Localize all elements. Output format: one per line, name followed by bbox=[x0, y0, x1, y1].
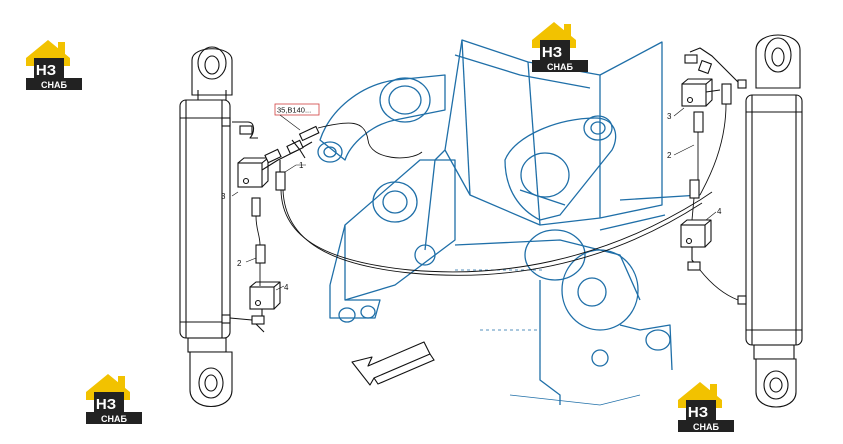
right-callouts: 3 2 4 bbox=[667, 107, 722, 221]
left-hydraulic-circuit bbox=[229, 121, 713, 333]
reference-label-text: 35,B140... bbox=[277, 106, 311, 115]
svg-text:НЗ: НЗ bbox=[36, 62, 56, 79]
watermark-logo-top-left: НЗ СНАБ bbox=[26, 40, 82, 90]
callout-left-2: 2 bbox=[237, 259, 242, 268]
left-lift-cylinder bbox=[179, 46, 233, 408]
watermark-logo-bottom-left: НЗ СНАБ bbox=[86, 374, 142, 424]
svg-text:НЗ: НЗ bbox=[542, 44, 562, 61]
loader-frame bbox=[317, 39, 701, 406]
svg-text:СНАБ: СНАБ bbox=[101, 414, 127, 424]
svg-text:СНАБ: СНАБ bbox=[547, 62, 573, 72]
right-hydraulic-circuit bbox=[680, 47, 739, 301]
svg-text:СНАБ: СНАБ bbox=[41, 80, 67, 90]
left-callouts: 1 3 2 4 bbox=[221, 161, 306, 292]
direction-arrow-icon bbox=[351, 341, 435, 386]
callout-left-4: 4 bbox=[284, 283, 289, 292]
svg-text:СНАБ: СНАБ bbox=[693, 422, 719, 432]
reference-label[interactable]: 35,B140... bbox=[274, 103, 320, 131]
watermark-logo-top-center: НЗ СНАБ bbox=[532, 22, 588, 72]
callout-right-3: 3 bbox=[667, 112, 672, 121]
svg-text:НЗ: НЗ bbox=[96, 396, 116, 413]
callout-left-1: 1 bbox=[299, 161, 304, 170]
callout-right-4: 4 bbox=[717, 207, 722, 216]
callout-left-3: 3 bbox=[221, 192, 226, 201]
right-lift-cylinder bbox=[737, 34, 803, 408]
watermark-logo-bottom-right: НЗ СНАБ bbox=[678, 382, 734, 432]
callout-right-2: 2 bbox=[667, 151, 672, 160]
svg-text:НЗ: НЗ bbox=[688, 404, 708, 421]
